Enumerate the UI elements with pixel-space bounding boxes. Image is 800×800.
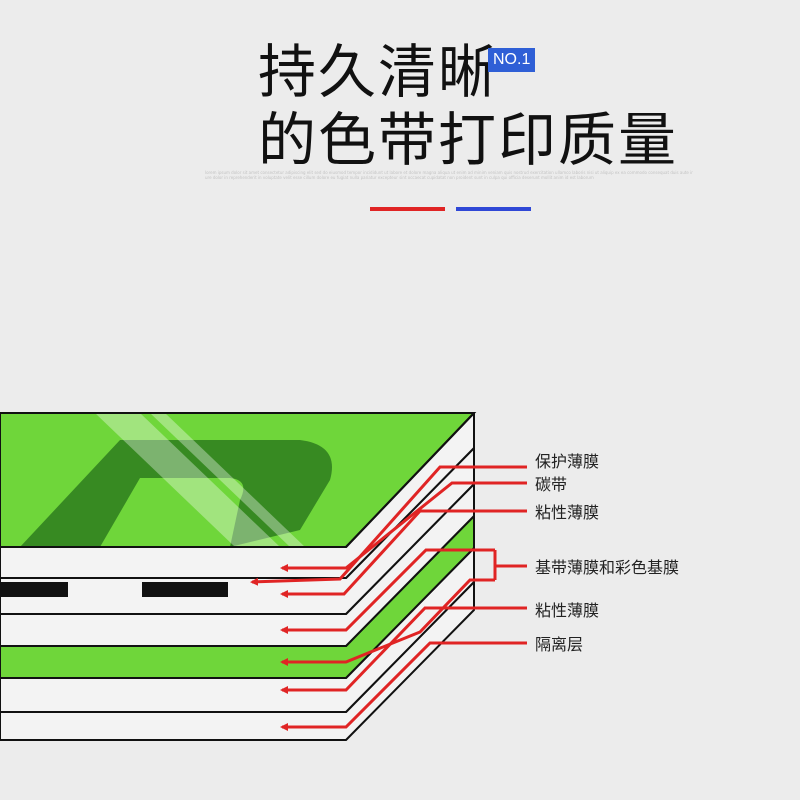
ink-bar-2: [142, 582, 228, 597]
rank-badge: NO.1: [488, 48, 536, 72]
page-title: 持久清晰 的色带打印质量: [258, 38, 678, 174]
label-protective-film: 保护薄膜: [535, 452, 600, 471]
label-base-film: 基带薄膜和彩色基膜: [535, 558, 680, 577]
title-line-1: 持久清晰: [258, 38, 499, 106]
leader-line-6: [280, 641, 527, 731]
bracket: [493, 550, 527, 580]
leader-line-4b: [280, 578, 495, 666]
leader-line-2: [280, 481, 527, 572]
label-adhesive-film-2: 粘性薄膜: [535, 601, 600, 620]
label-release-layer: 隔离层: [535, 635, 584, 654]
title-line-2: 的色带打印质量: [258, 106, 679, 174]
accent-bar-red: [370, 207, 445, 211]
leader-line-3: [280, 509, 527, 598]
ink-bar-1: [0, 582, 68, 597]
top-surface-graphic: [20, 413, 332, 547]
accent-bar-blue: [456, 207, 531, 211]
label-carbon-ribbon: 碳带: [535, 475, 568, 494]
leader-line-4a: [280, 548, 495, 634]
leader-lines: [250, 465, 527, 731]
leader-line-5: [280, 606, 527, 694]
label-adhesive-film-1: 粘性薄膜: [535, 503, 600, 522]
decorative-fine-text: lorem ipsum dolor sit amet consectetur a…: [205, 170, 693, 180]
leader-line-1: [250, 465, 527, 586]
